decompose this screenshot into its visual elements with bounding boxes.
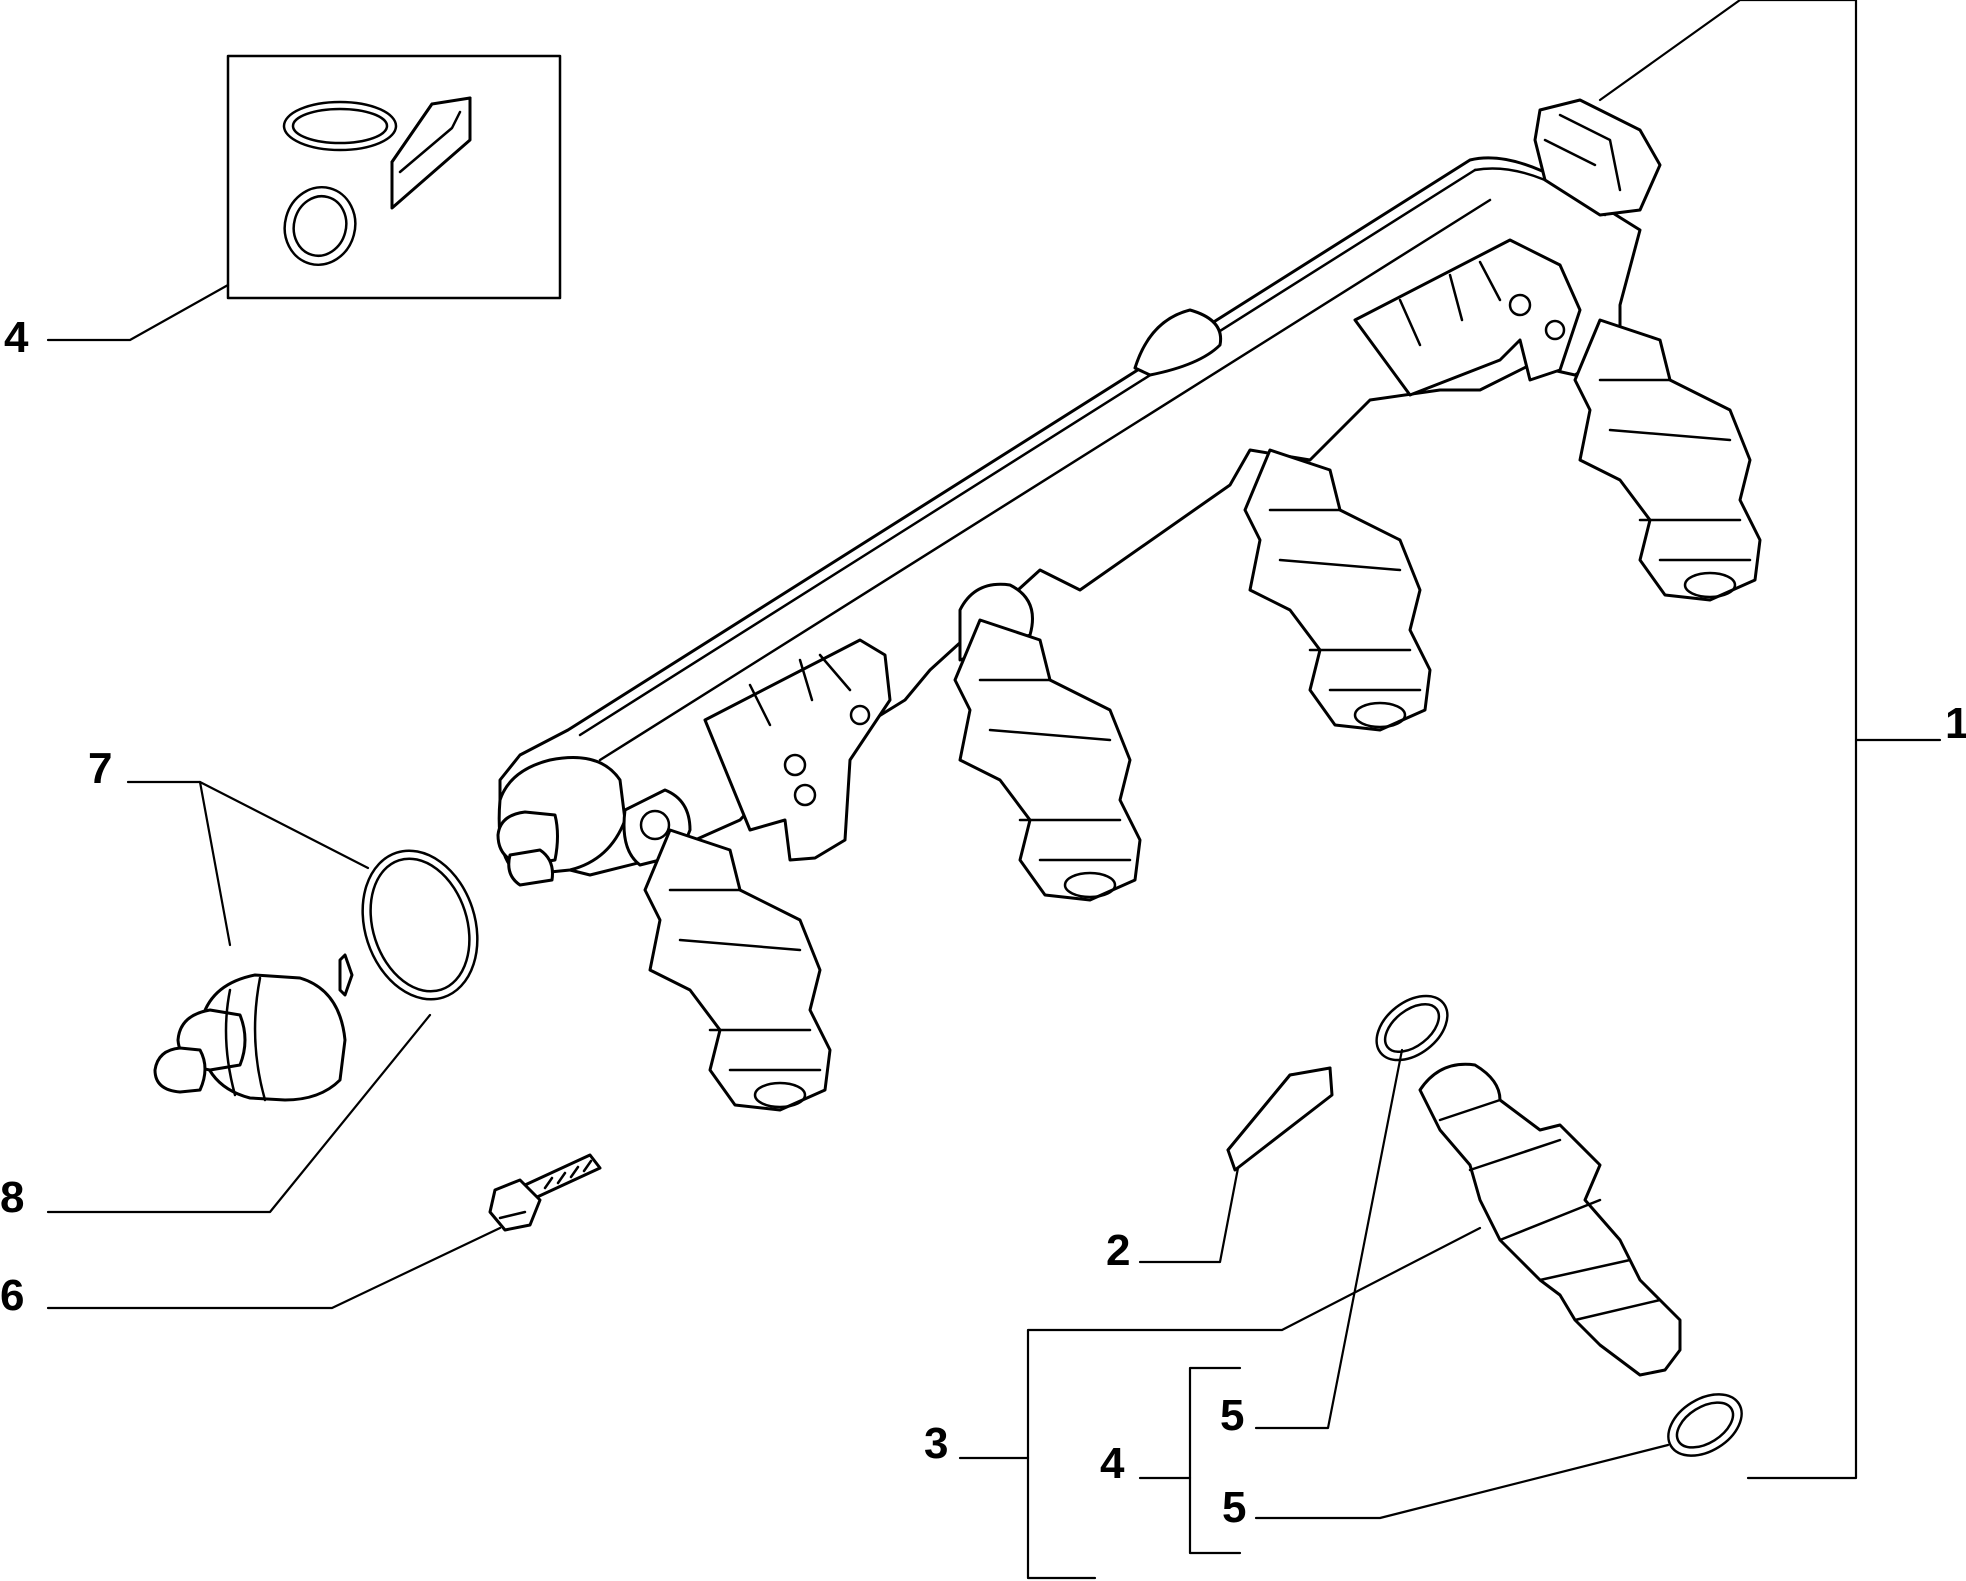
- callout-seal-spacer: 2: [1106, 1226, 1130, 1275]
- callout-o-ring-lower: 5: [1222, 1483, 1246, 1532]
- screw: [488, 1153, 602, 1232]
- regulator-o-ring: [361, 849, 479, 1001]
- callout-labels: 1 4 7 8 6 2 3 4 5 5: [0, 313, 1966, 1532]
- callout-seal-kit-group: 4: [1100, 1439, 1125, 1488]
- leader-lines: [46, 0, 1942, 1580]
- injector-1: [643, 828, 832, 1112]
- injector-2: [953, 618, 1142, 902]
- callout-seal-kit-top: 4: [4, 313, 29, 362]
- loose-injector: [1418, 1062, 1682, 1377]
- seal-kit-box: [226, 54, 562, 300]
- callout-o-ring-upper: 5: [1220, 1391, 1244, 1440]
- callout-injector-assembly: 3: [924, 1419, 948, 1468]
- callout-rail-assembly: 1: [1945, 699, 1966, 748]
- callout-regulator-o-ring: 8: [0, 1173, 24, 1222]
- callout-pressure-regulator: 7: [88, 744, 112, 793]
- o-ring-upper: [1375, 994, 1449, 1062]
- injector-4: [1573, 318, 1762, 602]
- injector-3: [1243, 448, 1432, 732]
- o-ring-lower: [1667, 1393, 1743, 1457]
- pressure-regulator: [153, 953, 354, 1102]
- seal-spacer: [1226, 1066, 1334, 1172]
- callout-screw: 6: [0, 1271, 24, 1320]
